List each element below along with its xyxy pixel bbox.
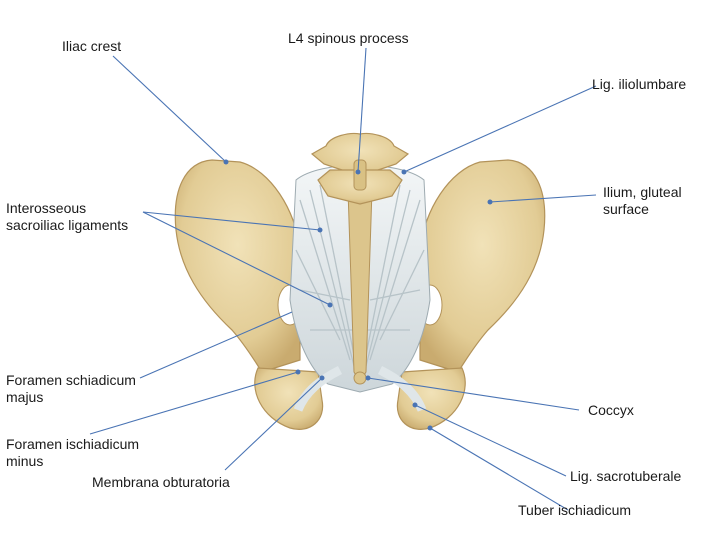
ligament-fibres xyxy=(295,184,425,376)
label-iliac-crest: Iliac crest xyxy=(62,38,122,54)
coccyx-tip xyxy=(353,371,367,385)
label-foramen-ischiadicum-minus: Foramen ischiadicum minus xyxy=(6,436,140,469)
label-interosseous-sacroiliac-ligaments: Interosseous sacroiliac ligaments xyxy=(6,200,129,233)
label-foramen-schiadicum-majus: Foramen schiadicum majus xyxy=(6,372,136,405)
right-ilium xyxy=(419,159,546,373)
label-ilium-gluteal-surface: Ilium, gluteal surface xyxy=(603,184,682,217)
leader-lines xyxy=(89,47,597,511)
left-ischium xyxy=(254,367,324,430)
label-l4-spinous-process: L4 spinous process xyxy=(288,30,409,46)
label-tuber-ischiadicum: Tuber ischiadicum xyxy=(518,502,632,518)
left-sacrotuberous-band xyxy=(293,365,343,412)
label-membrana-obturatoria: Membrana obturatoria xyxy=(92,474,230,490)
leader-dots xyxy=(223,159,493,431)
label-coccyx: Coccyx xyxy=(588,402,634,418)
label-lig-iliolumbare: Lig. iliolumbare xyxy=(592,76,687,92)
right-sacrotuberous-band xyxy=(377,365,427,412)
right-ischium xyxy=(396,367,466,430)
l4-spinous-process xyxy=(353,159,367,191)
label-lig-sacrotuberale: Lig. sacrotuberale xyxy=(570,468,682,484)
left-ilium xyxy=(174,159,301,373)
